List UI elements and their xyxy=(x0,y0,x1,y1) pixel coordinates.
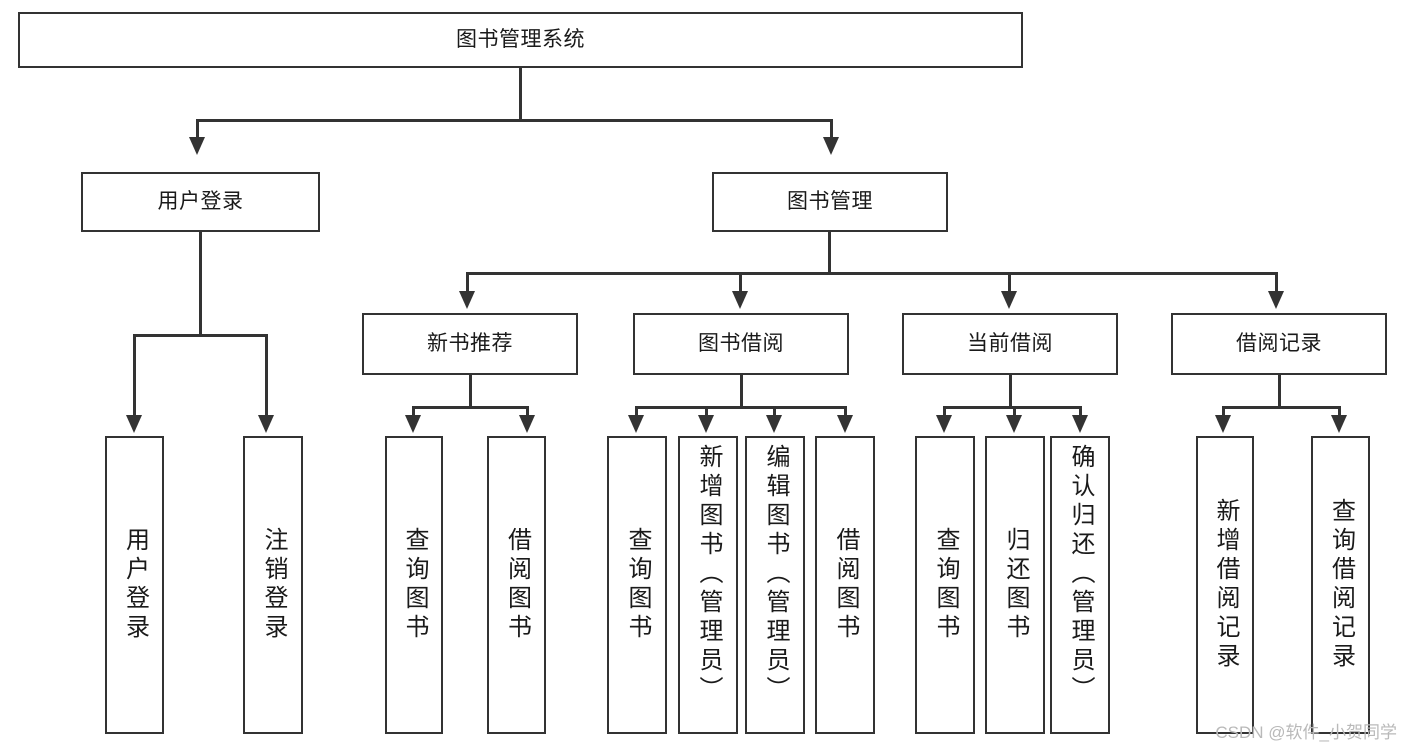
connector-new-book-recommend-bus xyxy=(412,406,529,409)
connector-drop-query-book-3 xyxy=(943,406,946,418)
arrow-confirm-return xyxy=(1072,415,1088,433)
arrow-book-borrow xyxy=(732,291,748,309)
arrow-query-book-2 xyxy=(628,415,644,433)
node-label: 借阅记录 xyxy=(1236,332,1322,356)
arrow-query-book-3 xyxy=(936,415,952,433)
node-label: 查询图书 xyxy=(932,527,959,643)
node-leaf-add-borrow-record[interactable]: 新增借阅记录 xyxy=(1196,436,1254,734)
connector-drop-add-book-admin xyxy=(705,406,708,418)
connector-borrow-record-bus xyxy=(1222,406,1341,409)
node-book-management[interactable]: 图书管理 xyxy=(712,172,948,232)
node-label: 图书借阅 xyxy=(698,332,784,356)
node-label: 用户登录 xyxy=(121,527,149,643)
connector-drop-add-borrow-record xyxy=(1222,406,1225,418)
arrow-query-borrow-record xyxy=(1331,415,1347,433)
connector-new-book-recommend-stem xyxy=(469,375,472,408)
connector-book-manage-stem xyxy=(828,232,831,274)
node-label: 查询借阅记录 xyxy=(1327,498,1355,672)
node-book-borrow[interactable]: 图书借阅 xyxy=(633,313,849,375)
node-label: 确认归还（管理员） xyxy=(1067,444,1094,705)
connector-user-login-stem xyxy=(199,232,202,335)
node-label: 新增图书（管理员） xyxy=(695,444,722,705)
connector-drop-confirm-return xyxy=(1079,406,1082,418)
connector-borrow-record-stem xyxy=(1278,375,1281,408)
node-leaf-query-book-current[interactable]: 查询图书 xyxy=(915,436,975,734)
connector-drop-edit-book-admin xyxy=(773,406,776,418)
node-label: 查询图书 xyxy=(624,527,651,643)
connector-user-login-bus xyxy=(133,334,268,337)
node-label: 借阅图书 xyxy=(503,527,531,643)
node-new-book-recommend[interactable]: 新书推荐 xyxy=(362,313,578,375)
arrow-borrow-record xyxy=(1268,291,1284,309)
connector-level3-bus xyxy=(466,272,1278,275)
connector-drop-new-book-recommend xyxy=(466,272,469,294)
node-label: 查询图书 xyxy=(401,527,428,643)
node-leaf-confirm-return-admin[interactable]: 确认归还（管理员） xyxy=(1050,436,1110,734)
node-label: 当前借阅 xyxy=(967,332,1053,356)
arrow-leaf-logout xyxy=(258,415,274,433)
arrow-return-book xyxy=(1006,415,1022,433)
arrow-borrow-book-1 xyxy=(519,415,535,433)
arrow-new-book-recommend xyxy=(459,291,475,309)
arrow-current-borrow xyxy=(1001,291,1017,309)
node-leaf-borrow-book-borrow[interactable]: 借阅图书 xyxy=(815,436,875,734)
node-borrow-record[interactable]: 借阅记录 xyxy=(1171,313,1387,375)
connector-book-borrow-stem xyxy=(740,375,743,408)
arrow-borrow-book-2 xyxy=(837,415,853,433)
node-leaf-edit-book-admin[interactable]: 编辑图书（管理员） xyxy=(745,436,805,734)
connector-drop-query-borrow-record xyxy=(1338,406,1341,418)
connector-drop-current-borrow xyxy=(1008,272,1011,294)
node-leaf-borrow-book-recommend[interactable]: 借阅图书 xyxy=(487,436,546,734)
connector-current-borrow-stem xyxy=(1009,375,1012,408)
node-leaf-query-borrow-record[interactable]: 查询借阅记录 xyxy=(1311,436,1370,734)
connector-drop-return-book xyxy=(1013,406,1016,418)
connector-level2-bus xyxy=(196,119,833,122)
connector-drop-leaf-logout xyxy=(265,334,268,418)
node-user-login[interactable]: 用户登录 xyxy=(81,172,320,232)
node-label: 归还图书 xyxy=(1002,527,1029,643)
node-label: 用户登录 xyxy=(157,190,244,214)
connector-drop-book-manage xyxy=(830,119,833,141)
connector-drop-borrow-book-1 xyxy=(526,406,529,418)
connector-root-stem xyxy=(519,68,522,120)
arrow-leaf-user-login xyxy=(126,415,142,433)
node-label: 图书管理系统 xyxy=(456,28,585,52)
node-leaf-add-book-admin[interactable]: 新增图书（管理员） xyxy=(678,436,738,734)
node-leaf-logout-login[interactable]: 注销登录 xyxy=(243,436,303,734)
connector-drop-borrow-record xyxy=(1275,272,1278,294)
connector-drop-query-book-1 xyxy=(412,406,415,418)
connector-drop-book-borrow xyxy=(739,272,742,294)
connector-drop-leaf-user-login xyxy=(133,334,136,418)
node-label: 新书推荐 xyxy=(427,332,513,356)
arrow-add-book-admin xyxy=(698,415,714,433)
connector-current-borrow-bus xyxy=(943,406,1082,409)
node-leaf-query-book-borrow[interactable]: 查询图书 xyxy=(607,436,667,734)
node-label: 借阅图书 xyxy=(832,527,859,643)
arrow-add-borrow-record xyxy=(1215,415,1231,433)
node-leaf-return-book[interactable]: 归还图书 xyxy=(985,436,1045,734)
arrow-query-book-1 xyxy=(405,415,421,433)
node-current-borrow[interactable]: 当前借阅 xyxy=(902,313,1118,375)
node-leaf-user-login[interactable]: 用户登录 xyxy=(105,436,164,734)
node-leaf-query-book-recommend[interactable]: 查询图书 xyxy=(385,436,443,734)
node-label: 新增借阅记录 xyxy=(1212,498,1239,672)
connector-drop-query-book-2 xyxy=(635,406,638,418)
csdn-watermark: CSDN @软件_小贺同学 xyxy=(1215,723,1397,742)
arrow-book-manage xyxy=(823,137,839,155)
node-root-book-management-system[interactable]: 图书管理系统 xyxy=(18,12,1023,68)
node-label: 编辑图书（管理员） xyxy=(762,444,789,705)
node-label: 图书管理 xyxy=(787,190,873,214)
arrow-user-login xyxy=(189,137,205,155)
connector-book-borrow-bus xyxy=(635,406,847,409)
connector-drop-user-login xyxy=(196,119,199,141)
node-label: 注销登录 xyxy=(260,527,287,643)
arrow-edit-book-admin xyxy=(766,415,782,433)
connector-drop-borrow-book-2 xyxy=(844,406,847,418)
